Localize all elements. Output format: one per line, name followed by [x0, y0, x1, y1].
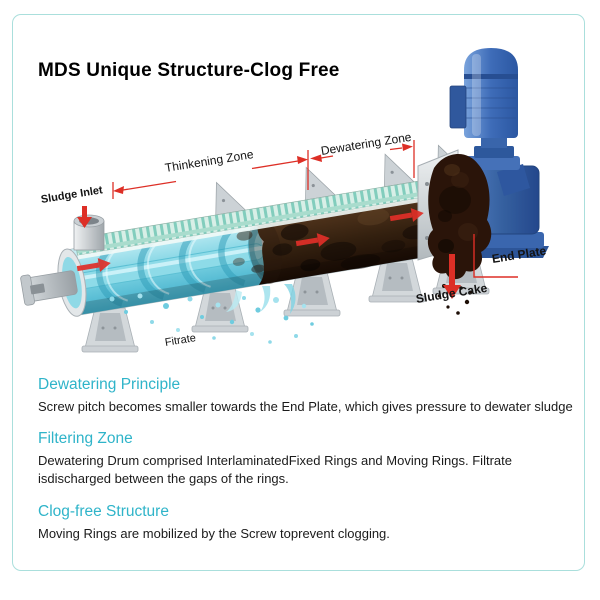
machine-diagram: Sludge Inlet Thinkening Zone Dewatering …	[20, 48, 549, 353]
section-heading: Dewatering Principle	[38, 376, 181, 393]
sludge-inlet-port	[73, 214, 105, 251]
filtrate-splash	[109, 284, 314, 344]
flow-arrows	[76, 208, 424, 272]
machine-illustration	[20, 48, 549, 353]
section-clog-free-structure: Clog-free Structure Moving Rings are mob…	[38, 503, 578, 543]
page-title: MDS Unique Structure-Clog Free	[38, 60, 340, 81]
label-pointers	[77, 206, 518, 299]
section-body: Moving Rings are mobilized by the Screw …	[38, 525, 390, 541]
section-dewatering-principle: Dewatering Principle Screw pitch becomes…	[38, 376, 578, 416]
section-body: Dewatering Drum comprised Interlaminated…	[38, 453, 512, 487]
sludge-cake-discharge	[427, 153, 492, 315]
section-body: Screw pitch becomes smaller towards the …	[38, 399, 573, 414]
section-heading: Filtering Zone	[38, 430, 133, 448]
dewatering-drum	[20, 144, 483, 317]
page-border-frame	[12, 14, 585, 571]
section-filtering-zone: Filtering Zone Dewatering Drum comprised…	[38, 430, 578, 488]
zone-dimensions	[112, 140, 415, 199]
info-sections: Dewatering Principle Screw pitch becomes…	[38, 376, 578, 557]
section-heading: Clog-free Structure	[38, 502, 169, 520]
